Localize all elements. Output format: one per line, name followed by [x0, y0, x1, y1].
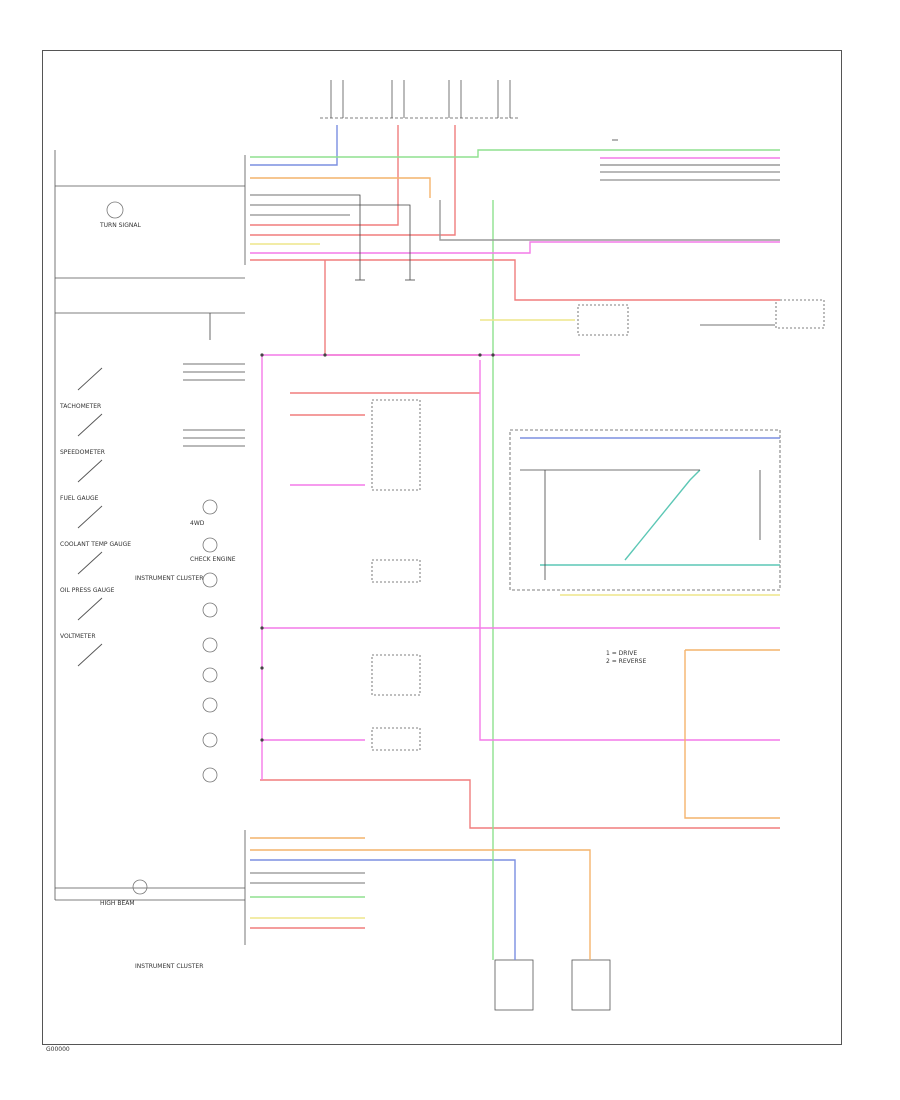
- indicator-label: TURN SIGNAL: [100, 222, 141, 229]
- gauge-label: TACHOMETER: [60, 403, 102, 410]
- figure-code: G00000: [46, 1046, 70, 1053]
- gauge-label: SPEEDOMETER: [60, 449, 105, 456]
- diagram-caption: INSTRUMENT CLUSTER: [135, 963, 204, 970]
- diagram-frame: [42, 50, 842, 1045]
- gauge-label: FUEL GAUGE: [60, 495, 99, 502]
- indicator-label: CHECK ENGINE: [190, 556, 236, 563]
- gauge-label: COOLANT TEMP GAUGE: [60, 541, 132, 548]
- legend-item: 1 = DRIVE: [606, 650, 638, 657]
- indicator-label: HIGH BEAM: [100, 900, 135, 907]
- indicator-label: 4WD: [190, 520, 205, 527]
- module-label: INSTRUMENT CLUSTER: [135, 575, 204, 582]
- fuse-block: [320, 80, 520, 119]
- gauge-label: VOLTMETER: [60, 633, 96, 640]
- gauge-label: OIL PRESS GAUGE: [60, 587, 115, 594]
- legend-item: 2 = REVERSE: [606, 658, 647, 665]
